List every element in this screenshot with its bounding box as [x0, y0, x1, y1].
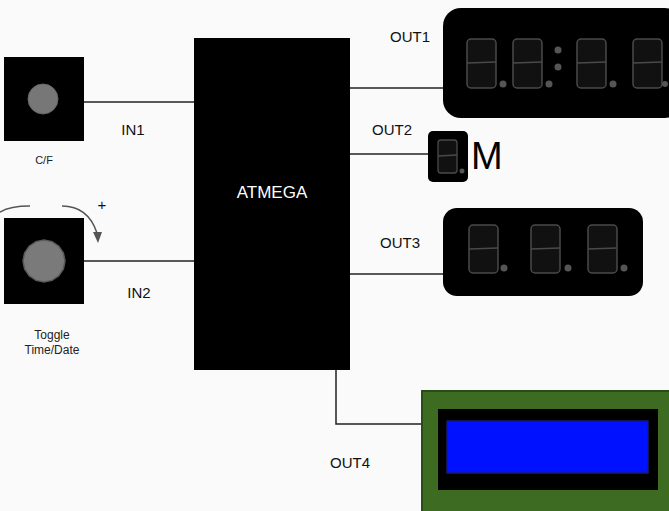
digit-outline [531, 225, 560, 273]
signal-name: OUT3 [378, 234, 422, 252]
signal-name: OUT2 [370, 121, 414, 139]
rotation-arrowhead [93, 232, 102, 243]
push-button: C/F [4, 57, 84, 141]
node-label: Toggle Time/Date [8, 328, 96, 358]
digit-segment [513, 62, 542, 63]
signal-wire [350, 153, 428, 155]
lcd-module [421, 390, 669, 511]
digit-segment [531, 248, 560, 249]
signal-wire [350, 273, 443, 275]
digit-outline [469, 225, 498, 273]
decimal-dot [565, 265, 572, 272]
decimal-dot [500, 81, 507, 88]
digit-outline [467, 39, 496, 88]
lcd-bezel [438, 409, 658, 490]
four-digit-display [443, 8, 669, 118]
microcontroller-box: ATMEGA [194, 38, 350, 370]
node-label: C/F [4, 154, 84, 168]
digit-outline [438, 140, 457, 173]
digit-outline [513, 39, 542, 88]
button-cap [28, 84, 58, 114]
signal-wire [84, 260, 194, 262]
decimal-dot [501, 265, 508, 272]
lcd-screen [447, 421, 648, 473]
signal-wire [336, 370, 421, 424]
digit-segment [438, 155, 457, 156]
decimal-dot [621, 265, 628, 272]
signal-name: OUT4 [328, 454, 372, 472]
digit-segment [588, 248, 617, 249]
signal-name: OUT1 [388, 28, 432, 46]
signal-wire [350, 87, 443, 89]
signal-wire [84, 101, 194, 103]
digit-segment [469, 248, 498, 249]
encoder-knob [23, 240, 65, 282]
node-label: ATMEGA [237, 182, 308, 203]
digit-segment [467, 62, 496, 63]
node-label: M [471, 137, 511, 175]
decimal-dot [460, 169, 465, 174]
colon-dot [555, 64, 562, 71]
colon-dot [555, 47, 562, 54]
digit-segment [633, 62, 662, 63]
signal-name: IN2 [125, 284, 152, 302]
digit-outline [588, 225, 617, 273]
single-digit-display: M [428, 131, 468, 182]
signal-name: IN1 [119, 121, 146, 139]
digit-outline [633, 39, 662, 88]
direction-sign: + [96, 196, 109, 214]
digit-segment [577, 62, 606, 63]
rotary-encoder: Toggle Time/Date [4, 218, 84, 304]
rotation-arc [62, 206, 97, 233]
digit-outline [577, 39, 606, 88]
decimal-dot [610, 81, 617, 88]
three-digit-display [443, 208, 643, 296]
rotation-arc [0, 206, 30, 212]
decimal-dot [546, 81, 553, 88]
decimal-dot [662, 81, 668, 87]
